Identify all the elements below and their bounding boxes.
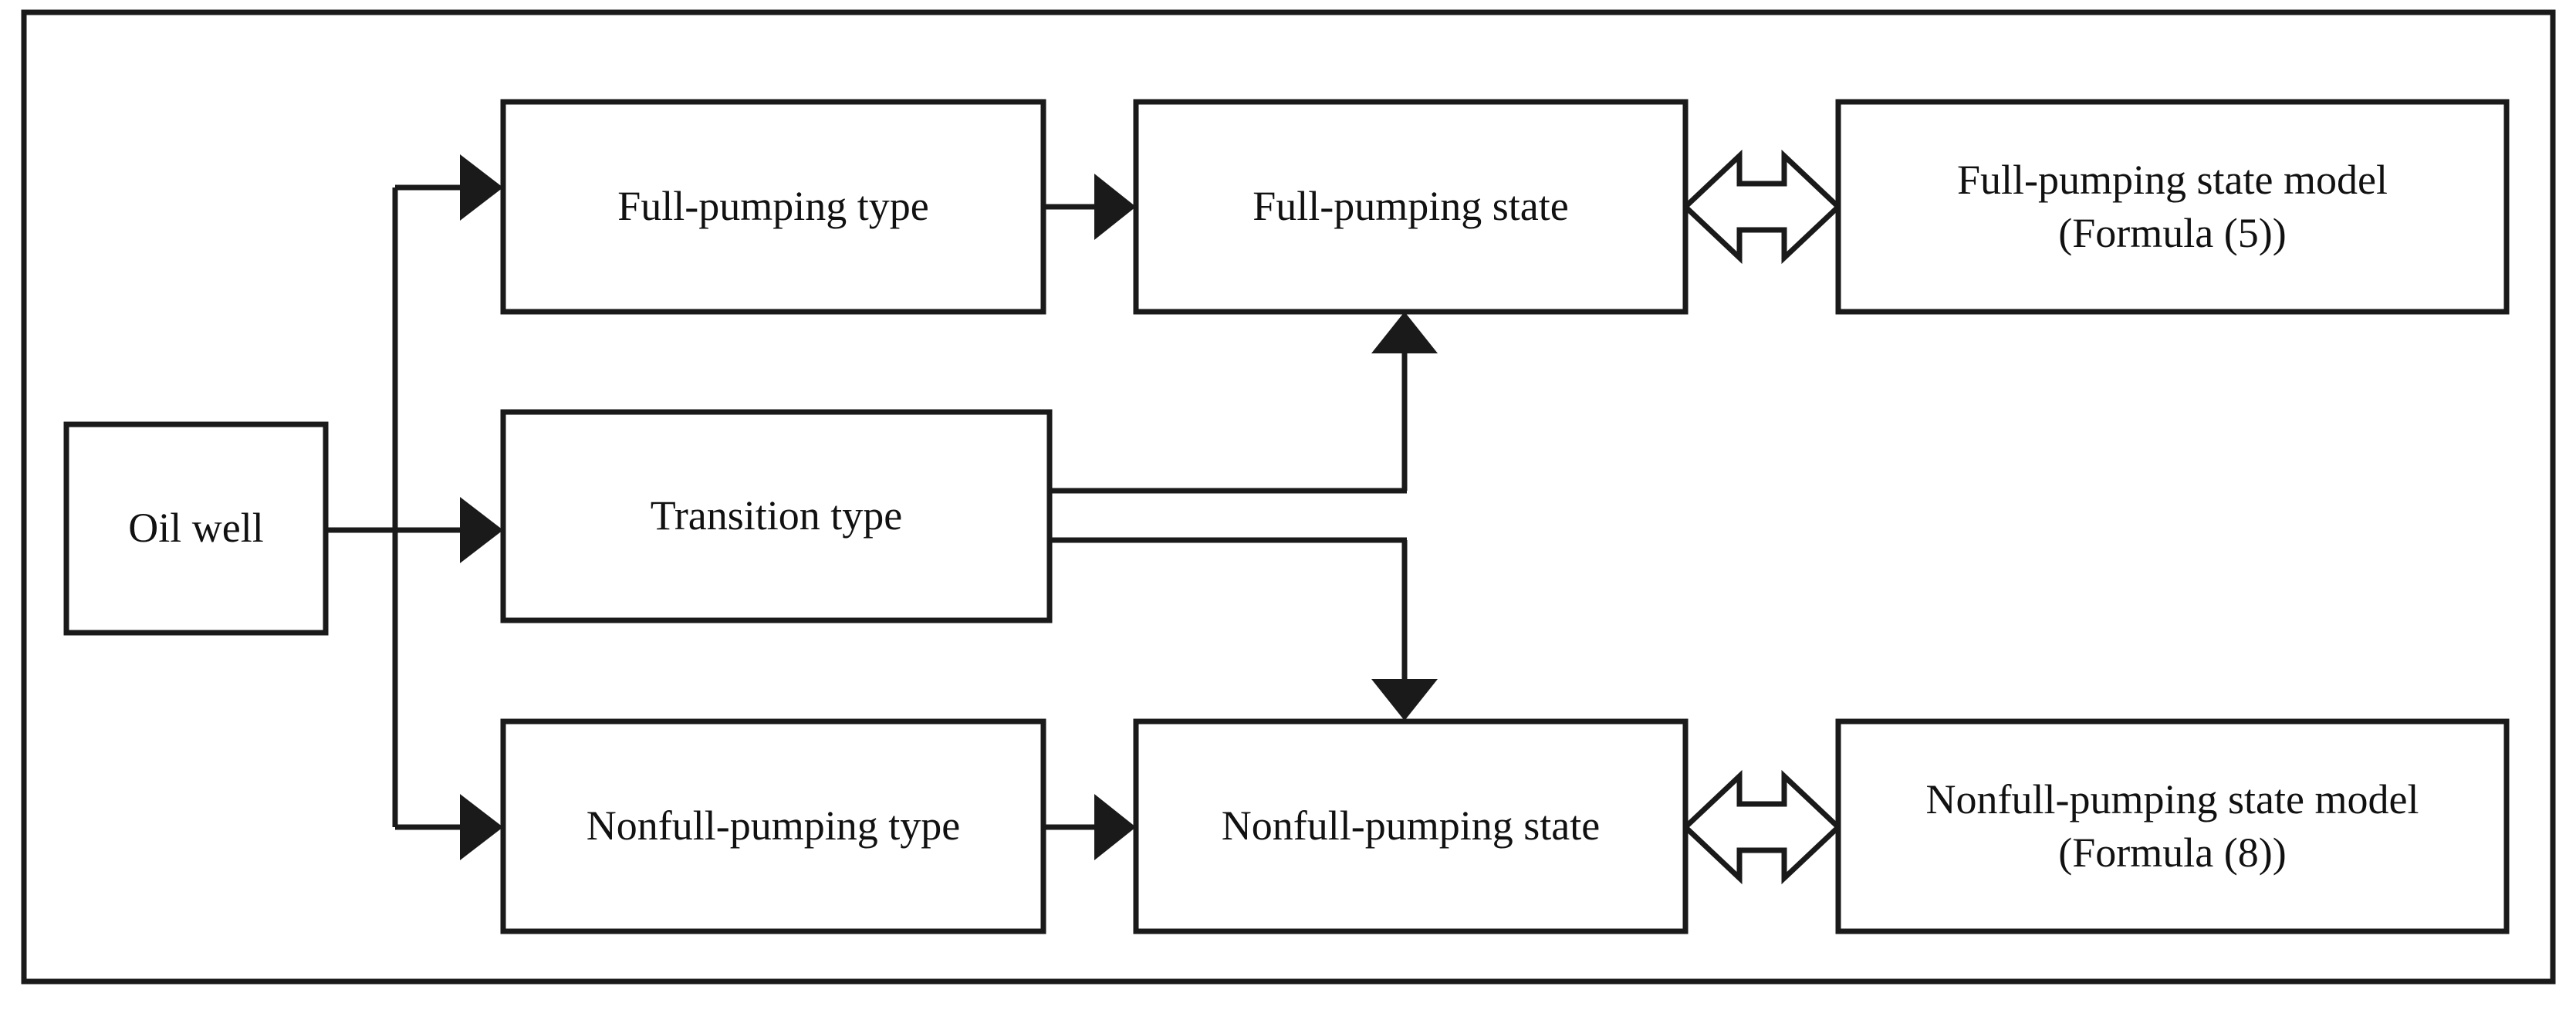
arrowhead-up-to-full-state (1371, 312, 1438, 353)
arrowhead-to-nonfull-type (460, 794, 503, 860)
arrowhead-to-nonfull-state (1094, 794, 1136, 860)
node-box-full-model[interactable] (1835, 99, 2510, 315)
node-box-nonfull-model[interactable] (1835, 718, 2510, 934)
node-box-transition-type[interactable] (500, 409, 1053, 623)
node-box-nonfull-type[interactable] (500, 718, 1046, 934)
arrowhead-to-transition-type (460, 497, 503, 563)
arrowhead-down-to-nonfull-state (1371, 679, 1438, 721)
node-box-full-state[interactable] (1133, 99, 1689, 315)
node-box-nonfull-state[interactable] (1133, 718, 1689, 934)
node-box-full-type[interactable] (500, 99, 1046, 315)
arrowhead-to-full-state (1094, 174, 1136, 240)
arrowhead-to-full-type (460, 154, 503, 221)
node-box-oil-well[interactable] (63, 421, 329, 636)
